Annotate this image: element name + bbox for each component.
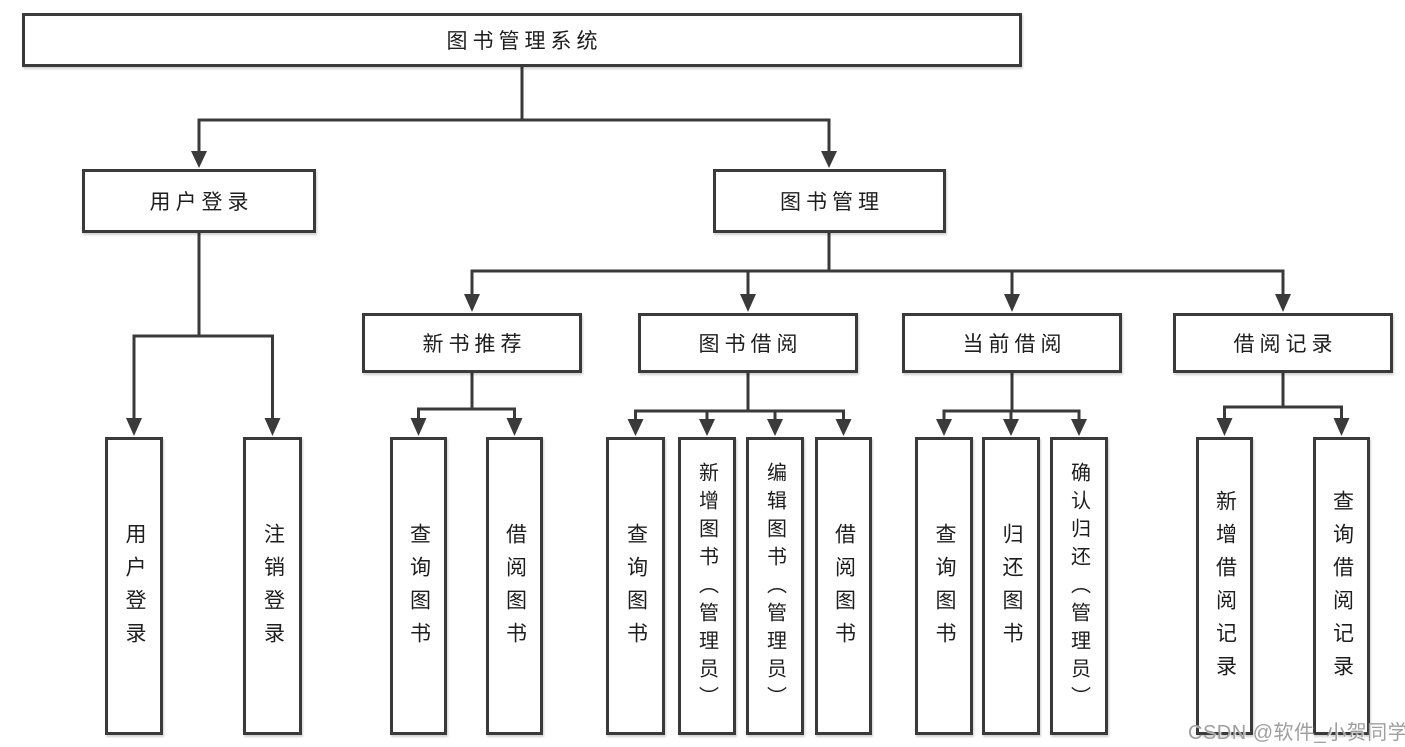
leaf-confirm-return-admin: 确认归还（管理员） <box>1050 437 1108 735</box>
node-label: 借阅记录 <box>1233 333 1338 356</box>
node-book-borrowing: 图书借阅 <box>638 313 858 373</box>
leaf-logout: 注销登录 <box>243 437 302 735</box>
edge-recommend-to-children <box>410 373 523 436</box>
arrowhead <box>1216 418 1233 436</box>
node-label: 图书管理 <box>780 191 884 214</box>
node-label: 查询图书 <box>407 523 431 655</box>
edge-records-to-children <box>1216 373 1350 436</box>
leaf-query-borrow-record: 查询借阅记录 <box>1313 437 1370 735</box>
arrowhead <box>767 419 783 436</box>
node-label: 用户登录 <box>123 523 146 655</box>
arrowhead <box>1333 418 1350 436</box>
node-label: 注销登录 <box>261 523 285 655</box>
leaf-borrow-books-recommend: 借阅图书 <box>486 437 543 735</box>
node-label: 确认归还（管理员） <box>1067 462 1090 714</box>
node-new-book-recommend: 新书推荐 <box>362 313 582 373</box>
node-label: 新书推荐 <box>422 333 527 356</box>
node-user-login: 用户登录 <box>82 169 316 233</box>
edge-borrowing-to-children <box>627 373 852 436</box>
leaf-user-login: 用户登录 <box>105 437 163 735</box>
arrowhead <box>464 294 480 312</box>
arrowhead <box>126 418 142 436</box>
node-label: 查询借阅记录 <box>1330 490 1354 688</box>
node-borrowing-records: 借阅记录 <box>1173 313 1393 373</box>
leaf-return-books: 归还图书 <box>982 437 1040 735</box>
arrowhead <box>740 294 756 312</box>
node-label: 图书借阅 <box>698 333 803 356</box>
node-label: 图书管理系统 <box>446 30 603 53</box>
leaf-edit-books-admin: 编辑图书（管理员） <box>746 437 804 735</box>
edge-login-to-children <box>126 233 281 436</box>
arrowhead <box>699 419 715 436</box>
node-label: 借阅图书 <box>832 523 856 655</box>
arrowhead <box>264 418 281 436</box>
edge-root-to-level2 <box>191 67 837 168</box>
leaf-query-books-borrowing: 查询图书 <box>606 437 665 735</box>
node-label: 编辑图书（管理员） <box>763 462 786 714</box>
arrowhead <box>835 419 852 436</box>
leaf-borrow-books-borrowing: 借阅图书 <box>815 437 872 735</box>
edge-current-to-children <box>936 373 1087 436</box>
node-library-system: 图书管理系统 <box>22 13 1022 67</box>
arrowhead <box>191 151 207 168</box>
leaf-add-books-admin: 新增图书（管理员） <box>678 437 736 735</box>
arrowhead <box>936 419 952 436</box>
arrowhead <box>1004 294 1020 312</box>
node-label: 新增图书（管理员） <box>695 462 718 714</box>
arrowhead <box>506 418 523 436</box>
node-label: 当前借阅 <box>962 333 1067 356</box>
leaf-query-books-current: 查询图书 <box>915 437 973 735</box>
csdn-watermark: CSDN @软件_小贺同学 <box>1188 722 1405 744</box>
edge-mgmt-to-level3 <box>464 233 1291 312</box>
arrowhead <box>821 151 837 168</box>
leaf-query-books-recommend: 查询图书 <box>390 437 447 735</box>
node-label: 新增借阅记录 <box>1213 490 1237 688</box>
arrowhead <box>1275 294 1291 312</box>
node-label: 查询图书 <box>624 523 648 655</box>
arrowhead <box>1071 419 1087 436</box>
node-label: 归还图书 <box>1000 523 1023 655</box>
node-label: 用户登录 <box>149 191 254 214</box>
arrowhead <box>410 418 427 436</box>
arrowhead <box>627 419 644 436</box>
node-current-borrowing: 当前借阅 <box>902 313 1122 373</box>
node-label: 借阅图书 <box>503 523 527 655</box>
leaf-add-borrow-record: 新增借阅记录 <box>1196 437 1253 735</box>
node-book-management: 图书管理 <box>713 169 946 233</box>
arrowhead <box>1003 419 1019 436</box>
node-label: 查询图书 <box>933 523 956 655</box>
